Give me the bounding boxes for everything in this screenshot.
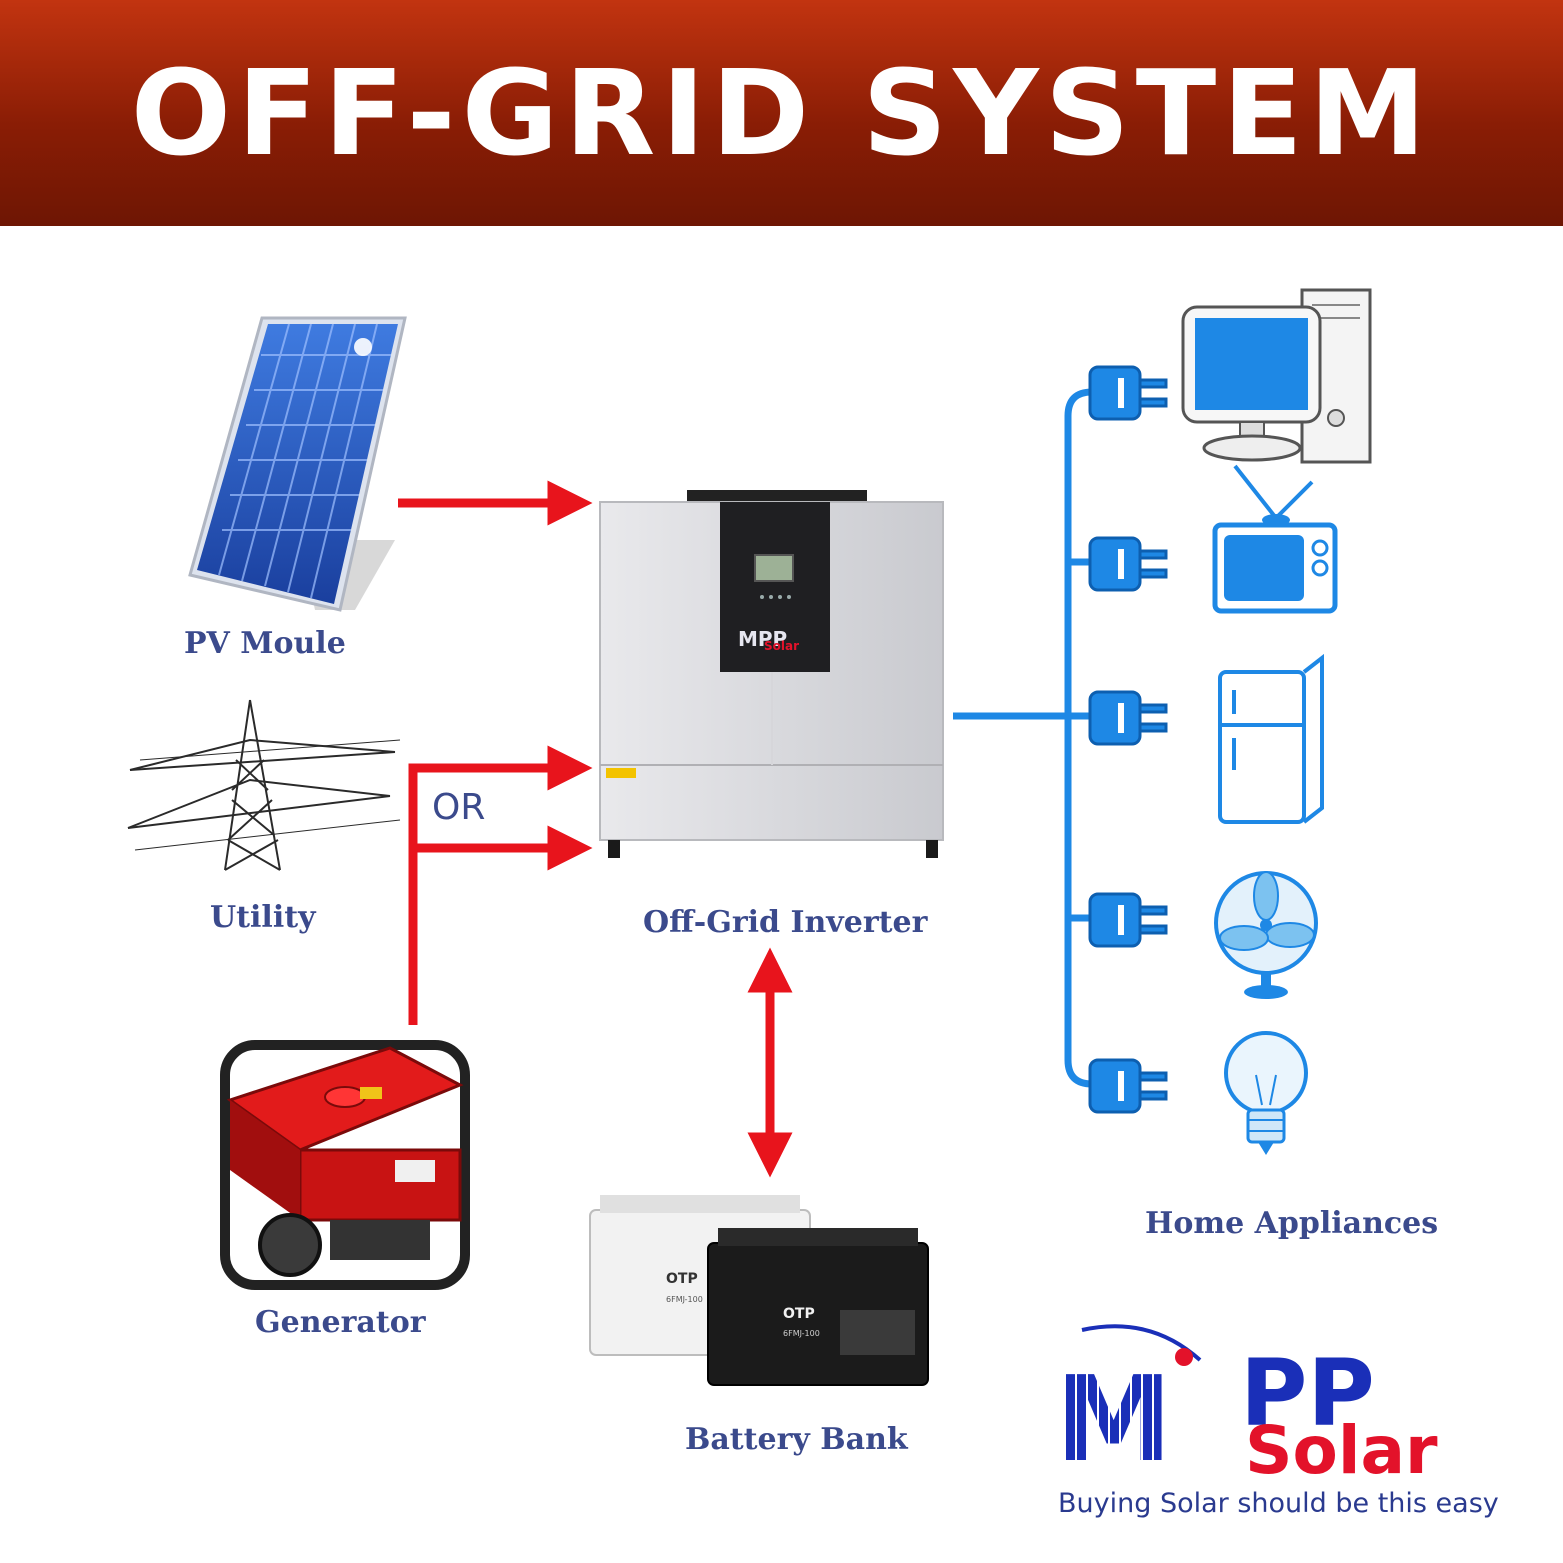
- battery-icon: [589, 1195, 929, 1386]
- battery-model-front: 6FMJ-100: [783, 1329, 820, 1338]
- home-appliances-label: Home Appliances: [1145, 1206, 1439, 1241]
- or-label: OR: [432, 787, 486, 828]
- generator-icon: [220, 1040, 470, 1290]
- plug-icons: [1088, 365, 1168, 1114]
- fridge-icon: [1218, 653, 1324, 824]
- solar-panel-icon: [188, 316, 407, 612]
- plug-icon: [1088, 892, 1168, 948]
- inverter-label: Off-Grid Inverter: [643, 905, 928, 940]
- inverter-brand-bottom: Solar: [764, 639, 799, 653]
- bulb-icon: [1224, 1031, 1308, 1155]
- pv-module-label: PV Moule: [184, 626, 346, 661]
- utility-label: Utility: [210, 900, 316, 935]
- tv-icon: [1212, 464, 1338, 614]
- logo-pp: PP: [1240, 1340, 1375, 1447]
- logo-dot: [1175, 1348, 1193, 1366]
- plug-icon: [1088, 690, 1168, 746]
- battery-model-back: 6FMJ-100: [666, 1295, 703, 1304]
- inverter-brand-top: MPP: [738, 627, 787, 651]
- utility-arrow: [408, 745, 593, 1025]
- title-banner: OFF-GRID SYSTEM: [0, 0, 1563, 226]
- power-tower-icon: [127, 699, 401, 871]
- plug-icon: [1088, 1058, 1168, 1114]
- generator-label: Generator: [255, 1305, 426, 1340]
- plug-icon: [1088, 365, 1168, 421]
- mpp-solar-logo: M PP Solar: [1055, 1320, 1525, 1530]
- computer-icon: [1181, 288, 1372, 464]
- battery-bank-label: Battery Bank: [685, 1422, 908, 1457]
- logo-solar: Solar: [1245, 1412, 1438, 1489]
- plug-icon: [1088, 536, 1168, 592]
- logo-m: M: [1055, 1350, 1173, 1488]
- fan-icon: [1214, 871, 1318, 999]
- inverter-icon: [599, 490, 944, 858]
- page-title: OFF-GRID SYSTEM: [130, 44, 1433, 182]
- battery-brand-back: OTP: [666, 1271, 698, 1287]
- battery-brand-front: OTP: [783, 1306, 815, 1322]
- source-arrows: [398, 480, 793, 1178]
- load-wiring: [953, 388, 1093, 1088]
- logo-tagline: Buying Solar should be this easy: [1058, 1488, 1499, 1519]
